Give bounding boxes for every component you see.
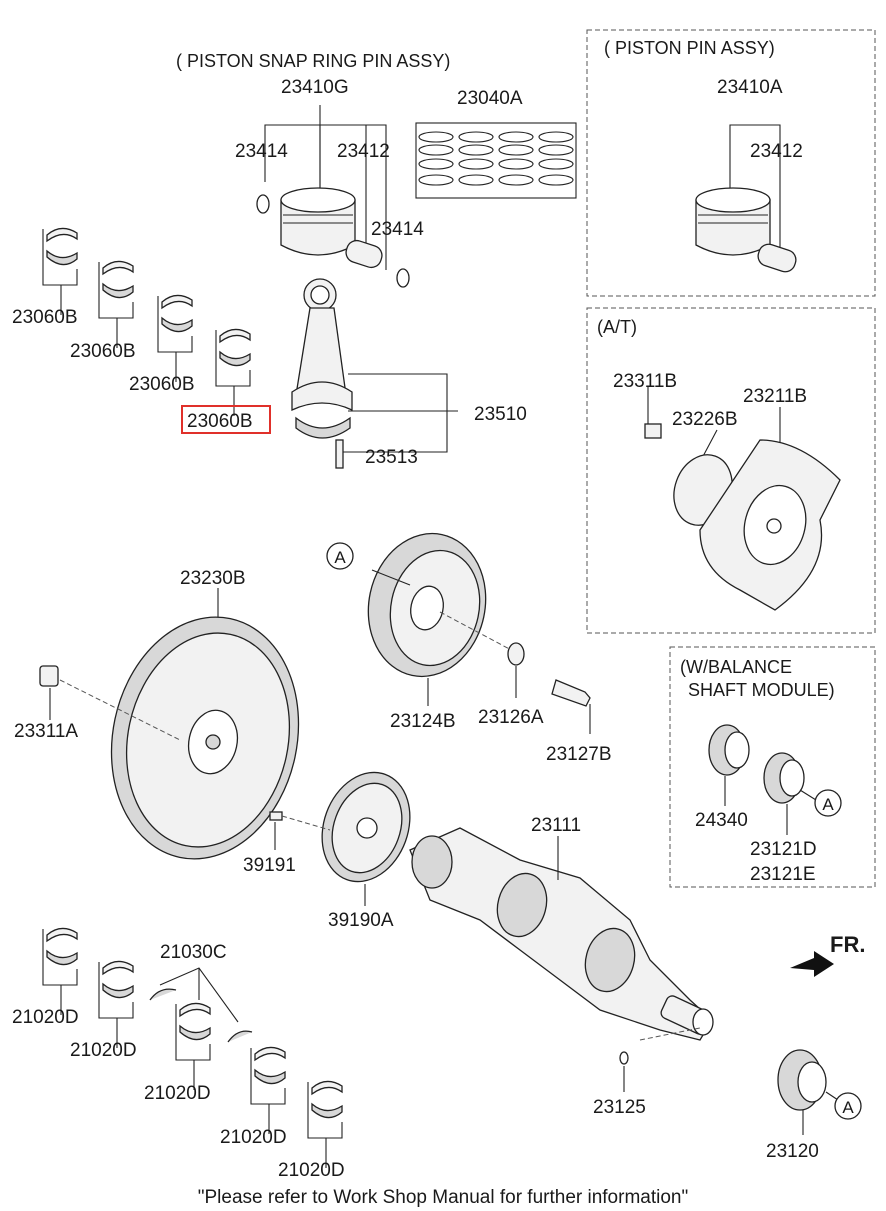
piston-ring-icon [418,131,454,143]
part-label-21020D-5[interactable]: 21020D [278,1160,345,1181]
part-label-23060B-1[interactable]: 23060B [12,307,78,328]
part-label-21020D-4[interactable]: 21020D [220,1127,287,1148]
part-label-23121E[interactable]: 23121E [750,864,816,885]
piston-pin-assy-header: ( PISTON PIN ASSY) [604,38,775,58]
ref-marker-a2: A [814,789,842,817]
connecting-rod-drawing [291,278,458,469]
part-label-23121D[interactable]: 23121D [750,839,817,860]
piston-ring-icon [498,174,534,186]
crankshaft-drawing [409,827,714,1092]
piston-ring-icon [418,158,454,170]
piston-ring-icon [458,144,494,156]
bearing-shell-icon [175,1002,211,1090]
part-label-23226B[interactable]: 23226B [672,409,738,430]
piston-ring-icon [538,158,574,170]
ref-marker-a3: A [834,1092,862,1120]
part-label-23412-left[interactable]: 23412 [337,141,390,162]
part-label-23127B[interactable]: 23127B [546,744,612,765]
svg-text:A: A [842,1098,854,1117]
piston-ring-icon [458,131,494,143]
piston-ring-icon [458,158,494,170]
front-arrow-icon [790,951,834,977]
piston-pin-assy-drawing [695,124,797,273]
piston-assembly-drawing [256,105,410,288]
part-label-23410A[interactable]: 23410A [717,77,783,98]
part-label-23120[interactable]: 23120 [766,1141,819,1162]
ref-marker-a1: A [326,542,354,570]
part-label-23311A[interactable]: 23311A [14,721,78,742]
piston-ring-icon [498,144,534,156]
at-box [586,307,876,634]
part-label-23124B[interactable]: 23124B [390,711,456,732]
part-label-23414-upper[interactable]: 23414 [235,141,288,162]
footer-note: "Please refer to Work Shop Manual for fu… [198,1187,688,1208]
piston-ring-icon [498,131,534,143]
part-label-23510[interactable]: 23510 [474,404,527,425]
bearing-shell-icon [307,1080,343,1168]
crank-sprocket-drawing [777,1049,839,1135]
connecting-rod-bearings-drawing [42,227,251,416]
part-label-23230B[interactable]: 23230B [180,568,246,589]
piston-ring-icon [538,131,574,143]
balance-shaft-box [669,646,876,888]
part-label-21020D-1[interactable]: 21020D [12,1007,79,1028]
balance-header-line1: (W/BALANCE [680,657,792,677]
part-label-23311B[interactable]: 23311B [613,371,677,392]
part-label-24340[interactable]: 24340 [695,810,748,831]
bearing-shell-icon [42,227,78,315]
part-label-39191[interactable]: 39191 [243,855,296,876]
balance-gears-drawing [708,724,817,835]
part-label-21030C[interactable]: 21030C [160,942,227,963]
bearing-shell-icon [42,927,78,1015]
part-label-23513[interactable]: 23513 [365,447,418,468]
part-label-23040A[interactable]: 23040A [457,88,523,109]
main-bearing-shells [42,927,343,1168]
svg-text:A: A [334,548,346,567]
piston-pin-assy-box [586,29,876,297]
at-header: (A/T) [597,317,637,337]
part-label-23111[interactable]: 23111 [531,815,581,836]
piston-rings-drawing [415,122,577,199]
bearing-shell-icon [215,328,251,416]
main-bearings-drawing [149,967,253,1043]
piston-ring-icon [458,174,494,186]
highlight-box [181,405,271,434]
balance-header-line2: SHAFT MODULE) [688,680,835,700]
part-label-21020D-3[interactable]: 21020D [144,1083,211,1104]
piston-ring-icon [538,174,574,186]
part-label-23410G[interactable]: 23410G [281,77,349,98]
piston-ring-icon [538,144,574,156]
part-label-23412-right[interactable]: 23412 [750,141,803,162]
crank-pulley-drawing [367,532,591,734]
part-label-23060B-4[interactable]: 23060B [187,411,253,432]
svg-text:A: A [822,795,834,814]
part-label-39190A[interactable]: 39190A [328,910,394,931]
part-label-23126A[interactable]: 23126A [478,707,544,728]
front-direction-label: FR. [830,932,865,957]
piston-snap-ring-pin-assy-header: ( PISTON SNAP RING PIN ASSY) [176,51,450,71]
bearing-shell-icon [157,294,193,382]
reluctor-ring-drawing [269,771,411,906]
flex-plate-drawing [644,386,841,611]
piston-ring-icon [418,144,454,156]
part-label-23211B[interactable]: 23211B [743,386,807,407]
part-label-23125[interactable]: 23125 [593,1097,646,1118]
piston-ring-icon [418,174,454,186]
piston-ring-icon [498,158,534,170]
part-label-23414-lower[interactable]: 23414 [371,219,424,240]
part-label-23060B-3[interactable]: 23060B [129,374,195,395]
flywheel-drawing [39,588,300,860]
bearing-shell-icon [98,960,134,1048]
bearing-shell-icon [250,1046,286,1134]
part-label-21020D-2[interactable]: 21020D [70,1040,137,1061]
bearing-shell-icon [98,260,134,348]
part-label-23060B-2[interactable]: 23060B [70,341,136,362]
